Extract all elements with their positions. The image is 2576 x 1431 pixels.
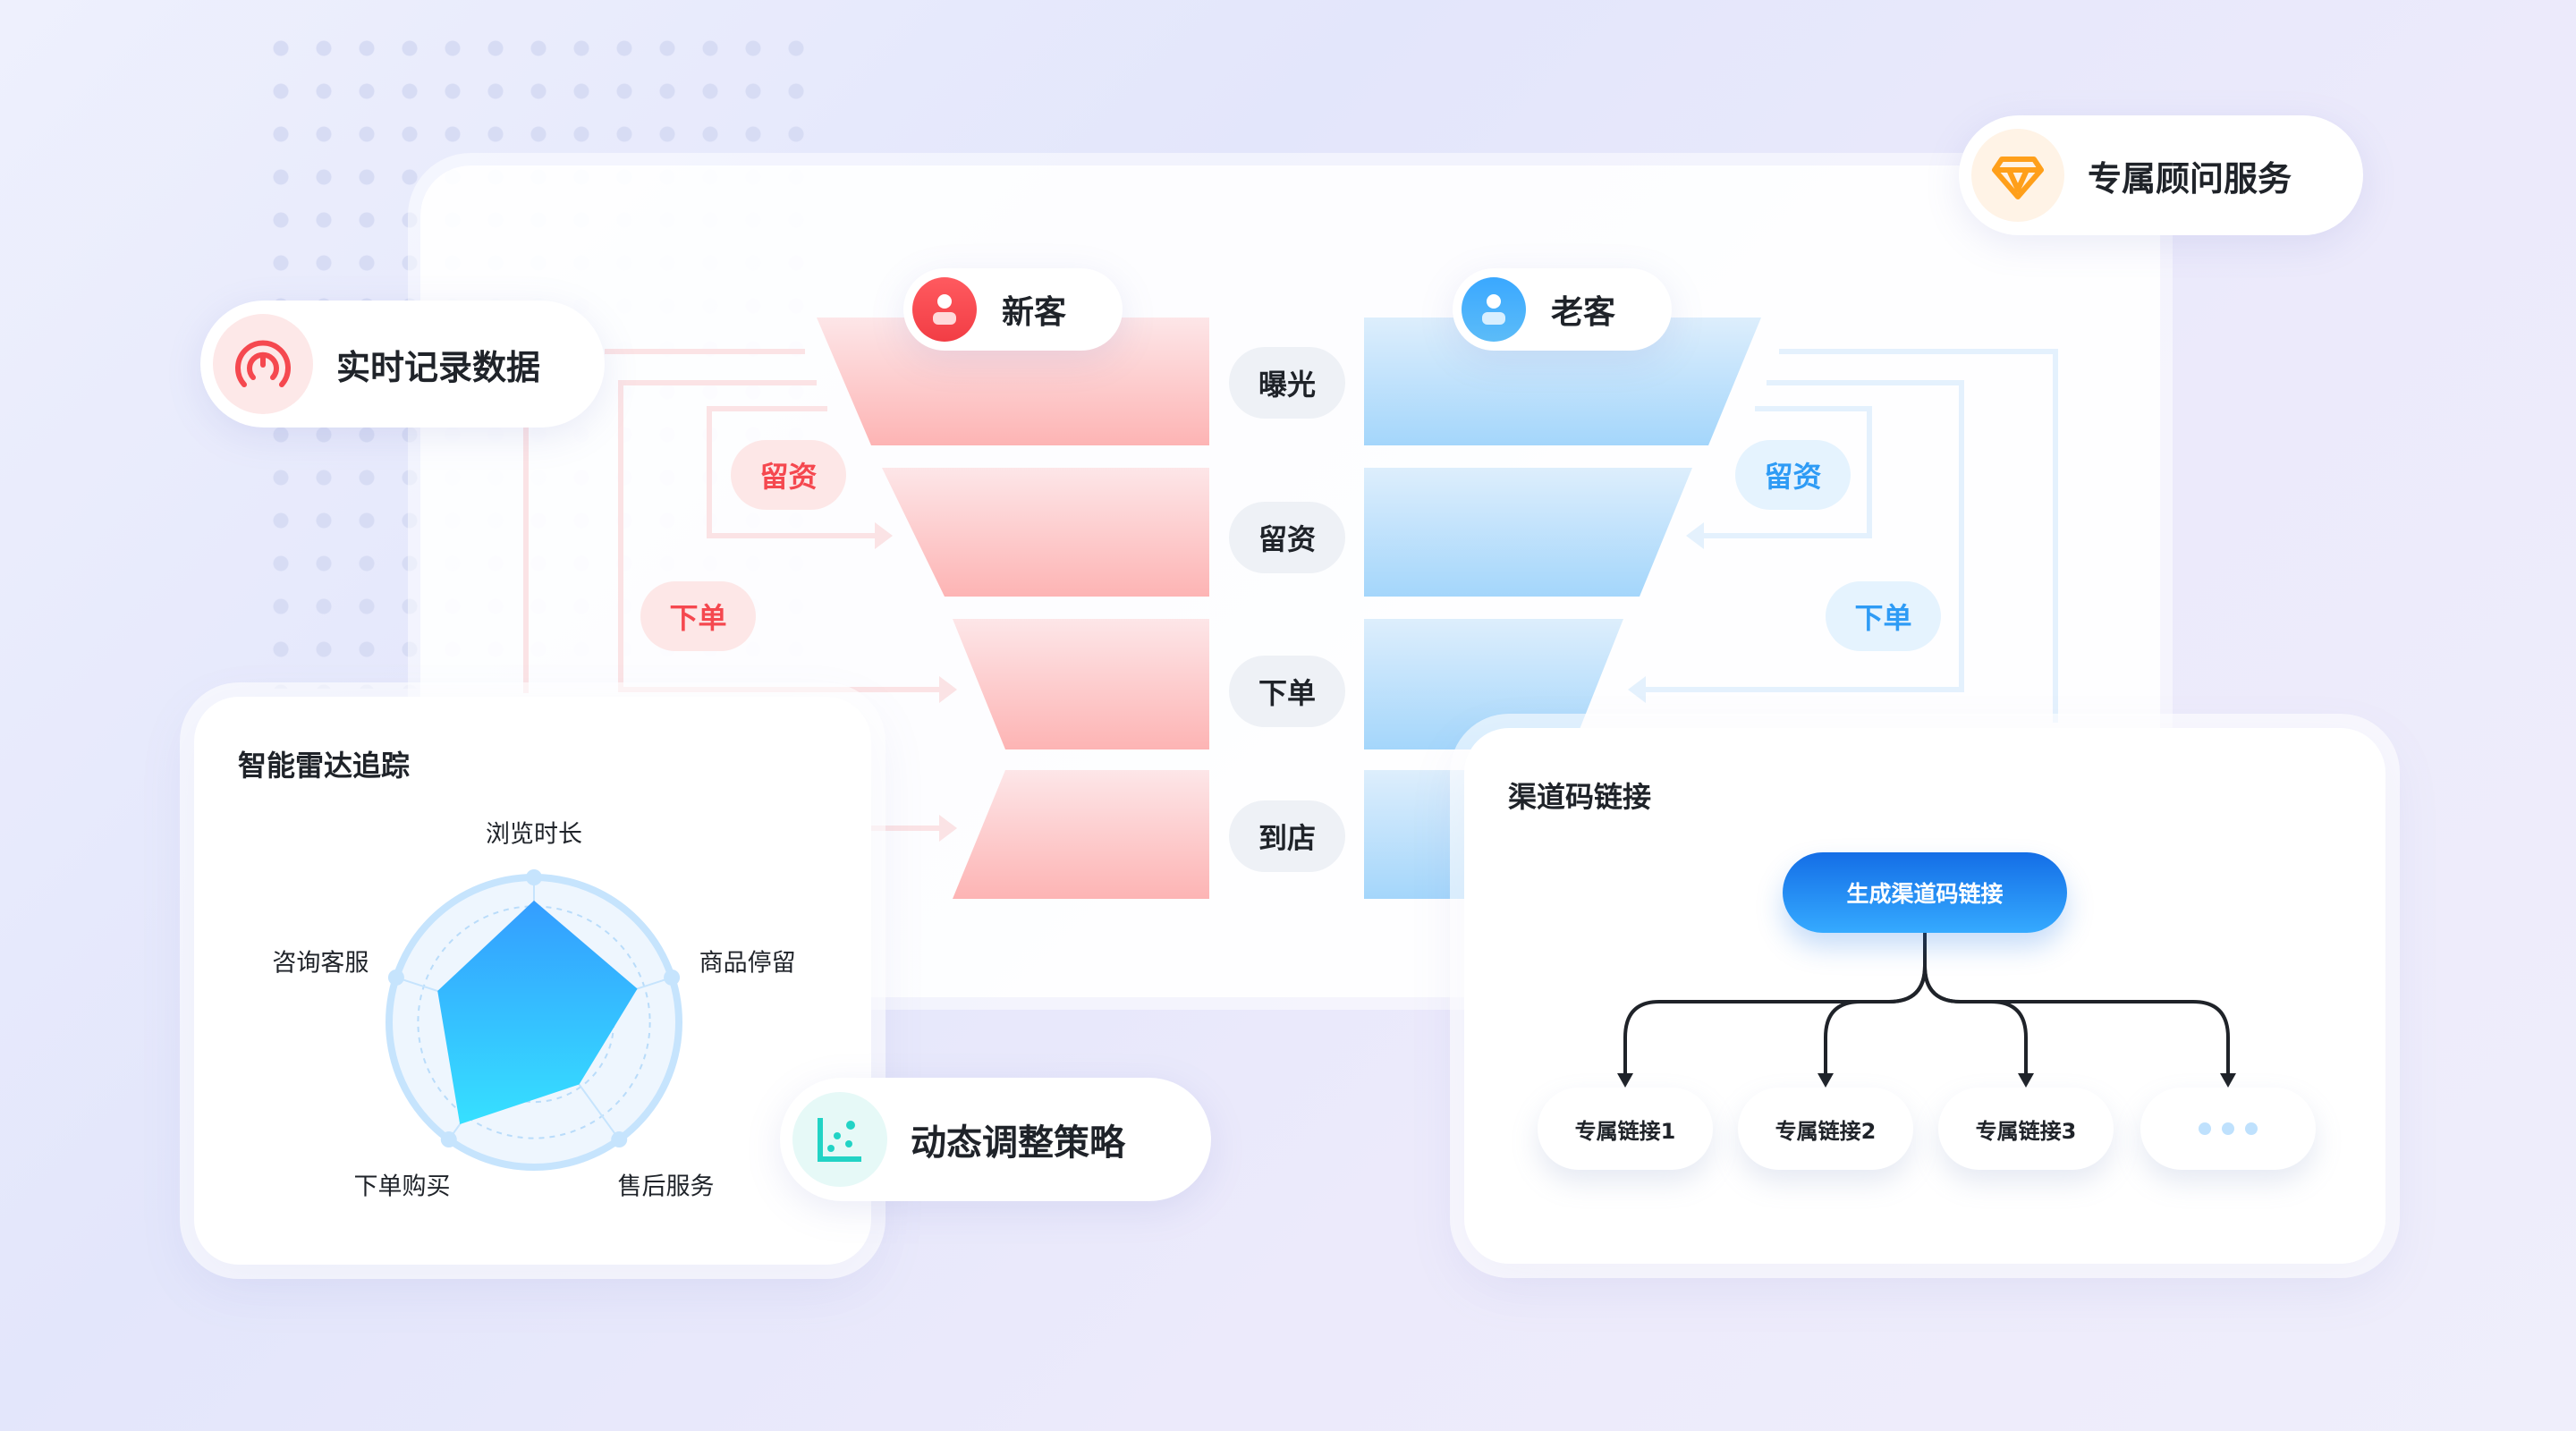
funnel-bar-visit xyxy=(953,770,1209,899)
radar-axis-dot xyxy=(440,1131,457,1148)
radar-axis-dot xyxy=(611,1131,628,1148)
strategy-label: 动态调整策略 xyxy=(911,1122,1125,1164)
realtime-label: 实时记录数据 xyxy=(336,347,541,387)
old-lead-tag: 留资 xyxy=(1735,440,1851,510)
dynamic-strategy-pill: 动态调整策略 xyxy=(780,1078,1211,1201)
funnel-bar-exposure xyxy=(817,318,1209,445)
exclusive-link-3[interactable]: 专属链接3 xyxy=(1938,1088,2114,1170)
stage-order: 下单 xyxy=(1229,656,1345,727)
radar-axis-dot xyxy=(526,869,542,885)
new-order-tag: 下单 xyxy=(640,581,756,651)
diamond-icon xyxy=(1971,129,2064,222)
right-connectors xyxy=(1646,349,2058,723)
user-icon xyxy=(1462,277,1526,342)
new-customer-label: 新客 xyxy=(1002,294,1067,331)
radar-axis-dot xyxy=(664,969,681,986)
radar-grid-ring xyxy=(417,905,651,1139)
funnel-bar-lead xyxy=(882,468,1209,597)
radar-chart xyxy=(386,869,682,1171)
radar-axis-label: 下单购买 xyxy=(353,1173,451,1201)
stage-lead: 留资 xyxy=(1229,502,1345,573)
stage-visit: 到店 xyxy=(1229,800,1345,872)
more-links-button[interactable] xyxy=(2140,1088,2316,1170)
funnel-bar-order xyxy=(953,619,1209,749)
exclusive-link-1[interactable]: 专属链接1 xyxy=(1538,1088,1713,1170)
old-order-tag: 下单 xyxy=(1826,581,1941,651)
old-customer-badge: 老客 xyxy=(1453,268,1672,351)
more-dots-icon xyxy=(2199,1122,2258,1135)
radar-axis-label: 浏览时长 xyxy=(486,820,582,849)
realtime-data-pill: 实时记录数据 xyxy=(200,301,605,428)
radar-data-polygon xyxy=(437,900,638,1124)
stage-exposure: 曝光 xyxy=(1229,347,1345,419)
old-customer-label: 老客 xyxy=(1551,294,1616,331)
new-lead-tag: 留资 xyxy=(731,440,846,510)
scatter-chart-icon xyxy=(792,1092,887,1187)
channel-title: 渠道码链接 xyxy=(1508,780,1652,814)
generate-channel-link-button[interactable]: 生成渠道码链接 xyxy=(1783,852,2067,933)
advisor-service-pill: 专属顾问服务 xyxy=(1959,115,2363,235)
radar-title: 智能雷达追踪 xyxy=(238,749,411,783)
user-icon xyxy=(912,277,977,342)
gauge-icon xyxy=(213,314,313,414)
radar-axis-label: 商品停留 xyxy=(699,949,796,978)
old-customer-funnel xyxy=(1364,318,1761,899)
radar-axis-label: 咨询客服 xyxy=(272,949,369,978)
exclusive-link-2[interactable]: 专属链接2 xyxy=(1738,1088,1913,1170)
new-customer-badge: 新客 xyxy=(903,268,1123,351)
channel-link-panel: 渠道码链接 xyxy=(1464,728,2385,1264)
advisor-label: 专属顾问服务 xyxy=(2088,158,2292,199)
radar-axis-dot xyxy=(387,969,404,986)
left-connectors xyxy=(523,349,939,831)
new-customer-funnel xyxy=(817,318,1209,899)
radar-axis-label: 售后服务 xyxy=(617,1173,715,1201)
